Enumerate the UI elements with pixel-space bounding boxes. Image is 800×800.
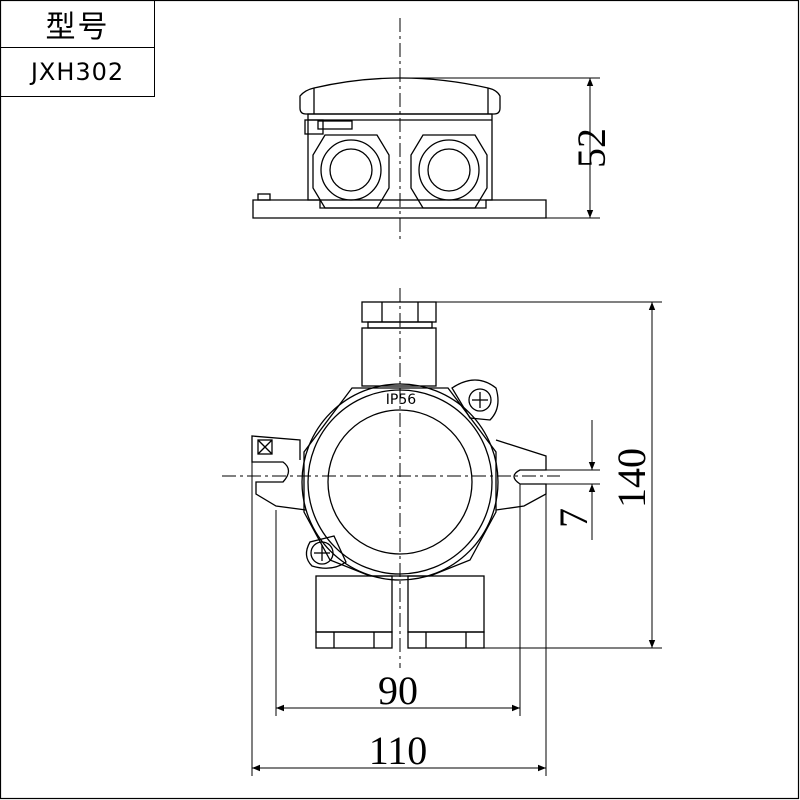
top-view: 52 bbox=[252, 18, 614, 240]
mount-lug-left bbox=[251, 435, 307, 511]
cable-gland-left bbox=[312, 134, 390, 209]
model-label: 型号 bbox=[45, 10, 110, 45]
dim-overall-height: 140 bbox=[609, 448, 654, 508]
cable-gland-right bbox=[410, 134, 488, 209]
dim-height-top-view: 52 bbox=[569, 128, 614, 168]
top-gland-pipe bbox=[361, 327, 437, 387]
front-view: IP56 bbox=[222, 288, 662, 776]
lid-latch bbox=[304, 119, 324, 135]
model-value: JXH302 bbox=[30, 58, 125, 86]
lid-outer-ring bbox=[301, 383, 499, 581]
latch-bar bbox=[317, 120, 353, 130]
base-plate bbox=[252, 199, 547, 219]
dim-mount-spacing: 90 bbox=[378, 668, 418, 713]
lid-inner-ring bbox=[307, 389, 493, 575]
bottom-gland-left-pipe bbox=[315, 575, 393, 633]
mount-lug-right bbox=[495, 439, 547, 511]
bottom-gland-left-nut bbox=[315, 631, 393, 649]
dim-overall-width: 110 bbox=[369, 728, 428, 773]
lid-screw-bottom-left bbox=[305, 535, 347, 569]
lid-screw-top-right bbox=[451, 379, 499, 421]
box-body bbox=[307, 113, 493, 201]
bottom-gland-right-pipe bbox=[407, 575, 485, 633]
bottom-gland-right-nut bbox=[407, 631, 485, 649]
ip-rating-label: IP56 bbox=[386, 392, 416, 408]
top-gland-nut bbox=[361, 301, 437, 323]
ground-screw-box bbox=[257, 439, 273, 455]
dim-mount-slot: 7 bbox=[551, 508, 596, 528]
lid-window bbox=[327, 409, 473, 555]
ground-screw-x2 bbox=[257, 439, 273, 455]
base-bolt-left bbox=[257, 193, 271, 201]
